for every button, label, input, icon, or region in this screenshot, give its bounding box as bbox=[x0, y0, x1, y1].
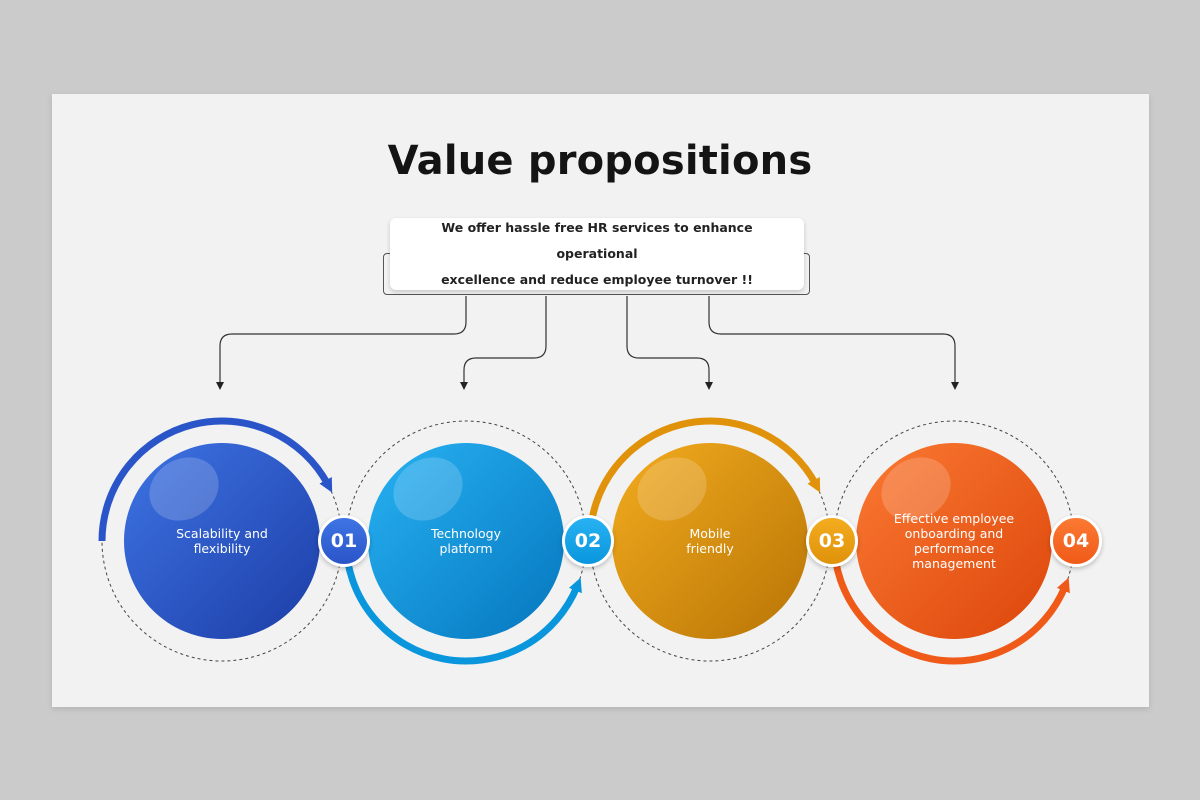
step-number-badge-04: 04 bbox=[1050, 515, 1102, 567]
step-number-badge-02: 02 bbox=[562, 515, 614, 567]
step-label-line: friendly bbox=[686, 541, 734, 556]
connector-2 bbox=[460, 296, 547, 390]
step-label-line: onboarding and bbox=[904, 526, 1004, 541]
step-label-line: Technology bbox=[430, 526, 502, 541]
arc-arrow-03 bbox=[586, 417, 821, 542]
gloss-highlight-02 bbox=[393, 457, 463, 521]
step-circle-03 bbox=[612, 443, 808, 639]
step-label-line: flexibility bbox=[193, 541, 251, 556]
step-label-line: performance bbox=[913, 541, 995, 556]
arc-arrow-02 bbox=[342, 540, 582, 665]
step-circle-01 bbox=[124, 443, 320, 639]
step-circle-02 bbox=[368, 443, 564, 639]
step-number-badge-01: 01 bbox=[318, 515, 370, 567]
connector-1 bbox=[216, 296, 467, 390]
connector-3 bbox=[626, 296, 713, 390]
gloss-highlight-03 bbox=[637, 457, 707, 521]
callout-line-2: excellence and reduce employee turnover … bbox=[441, 272, 753, 287]
step-label-line: Scalability and bbox=[176, 526, 268, 541]
connector-lines bbox=[216, 296, 959, 390]
step-label-line: Effective employee bbox=[893, 511, 1015, 526]
callout-box: We offer hassle free HR services to enha… bbox=[390, 218, 804, 290]
arc-arrow-04 bbox=[830, 540, 1070, 665]
step-number-badge-03: 03 bbox=[806, 515, 858, 567]
arc-arrow-01 bbox=[98, 417, 333, 542]
gloss-highlight-01 bbox=[149, 457, 219, 521]
step-label-line: management bbox=[912, 556, 996, 571]
callout-line-1: We offer hassle free HR services to enha… bbox=[441, 220, 753, 261]
gloss-highlight-04 bbox=[881, 457, 951, 521]
step-label-line: platform bbox=[439, 541, 493, 556]
connector-4 bbox=[708, 296, 959, 390]
step-circle-04 bbox=[856, 443, 1052, 639]
page-title: Value propositions bbox=[387, 138, 813, 184]
step-label-line: Mobile bbox=[689, 526, 731, 541]
